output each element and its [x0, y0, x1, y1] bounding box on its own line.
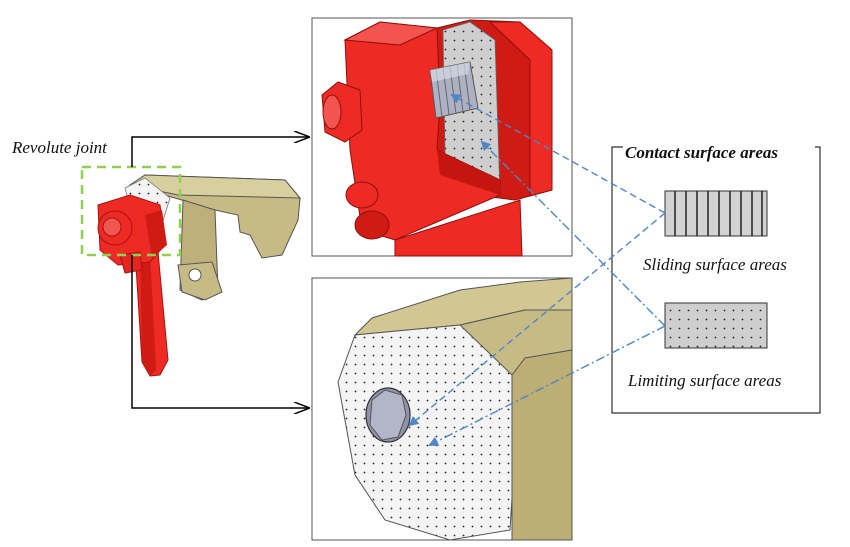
legend-title: Contact surface areas: [625, 143, 778, 162]
sliding-swatch: [664, 190, 768, 237]
revolute-joint-box: [80, 165, 182, 257]
limiting-swatch: [664, 302, 768, 349]
leader-sliding-to-bore: [408, 212, 666, 427]
leader-limiting-to-fork: [480, 140, 666, 327]
surface-leaders: [408, 94, 666, 446]
leader-sliding-to-pin: [450, 94, 666, 214]
leader-to-bottom-zoom: [131, 255, 308, 408]
limiting-label: Limiting surface areas: [627, 371, 782, 390]
zoom-panel-arm-end: [311, 277, 573, 541]
leader-to-top-zoom: [131, 137, 308, 167]
mechanism-overview: [80, 165, 302, 377]
legend: Contact surface areas Sliding surface ar…: [611, 143, 821, 414]
sliding-label: Sliding surface areas: [643, 255, 787, 274]
zoom-panel-clevis: [311, 17, 573, 257]
revolute-joint-label: Revolute joint: [11, 138, 108, 157]
leader-limiting-to-face: [428, 325, 666, 446]
